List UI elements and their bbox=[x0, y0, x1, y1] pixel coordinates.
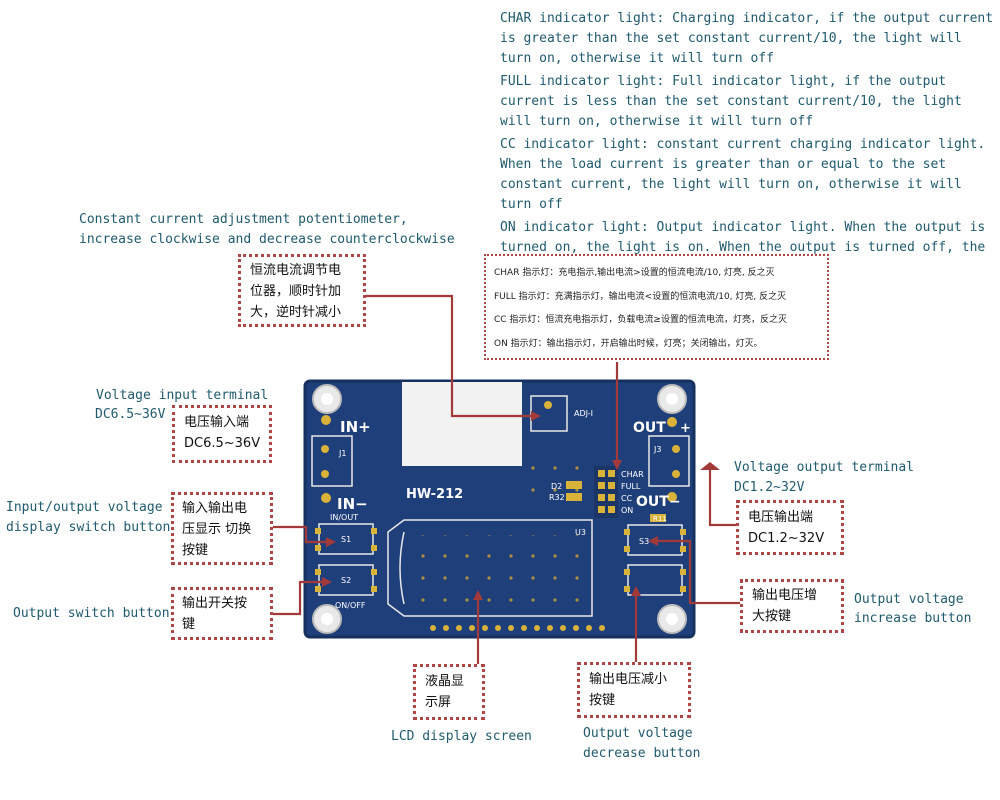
potentiometer-label-en: Constant current adjustment potentiomete… bbox=[79, 212, 455, 247]
pcb-out-minus: OUT− bbox=[636, 494, 681, 510]
lcd-outline bbox=[387, 519, 593, 617]
pcb-s1: S1 bbox=[341, 535, 351, 544]
vol-decrease-callout: 输出电压减小 按键 bbox=[577, 662, 691, 718]
char-description: CHAR indicator light: Charging indicator… bbox=[500, 11, 994, 66]
j3-terminal bbox=[648, 435, 690, 487]
io-switch-callout: 输入输出电 压显示 切换 按键 bbox=[171, 492, 273, 565]
lcd-callout: 液晶显 示屏 bbox=[413, 664, 485, 720]
inductor-module bbox=[402, 382, 522, 466]
pcb-in-plus: IN+ bbox=[340, 418, 371, 436]
pcb-s2: S2 bbox=[341, 576, 351, 585]
pcb-on-off: ON/OFF bbox=[335, 601, 366, 610]
voltage-input-label-en: Voltage input terminal DC6.5~36V bbox=[95, 388, 269, 422]
potentiometer-callout: 恒流电流调节电 位器，顺时针加 大，逆时针减小 bbox=[238, 254, 366, 327]
voltage-output-callout: 电压输出端 DC1.2~32V bbox=[736, 500, 844, 555]
pcb-j3: J3 bbox=[653, 445, 661, 454]
pcb-u3: U3 bbox=[575, 528, 586, 537]
cc-description: CC indicator light: constant current cha… bbox=[500, 137, 986, 212]
mounting-holes bbox=[312, 384, 687, 634]
pcb-out-plus-sign: + bbox=[680, 421, 691, 436]
pcb-s3: S3 bbox=[639, 537, 649, 546]
pcb-adj: ADJ-I bbox=[574, 409, 593, 418]
io-switch-label-en: Input/output voltage display switch butt… bbox=[6, 500, 171, 535]
pcb-led-on: ON bbox=[621, 506, 633, 515]
pcb-r32: R32 bbox=[549, 493, 565, 502]
vol-increase-callout: 输出电压增 大按键 bbox=[740, 579, 844, 633]
indicator-callout-cn: CHAR 指示灯：充电指示,输出电流>设置的恒流电流/10, 灯亮, 反之灭 F… bbox=[484, 254, 829, 360]
vol-decrease-label-en: Output voltage decrease button bbox=[583, 726, 701, 761]
j1-terminal bbox=[311, 435, 353, 487]
output-switch-label-en: Output switch button bbox=[13, 606, 170, 621]
callout-lines bbox=[272, 294, 740, 668]
voltage-output-label-en: Voltage output terminal DC1.2~32V bbox=[734, 460, 915, 495]
pcb-in-out: IN/OUT bbox=[330, 513, 358, 522]
full-description: FULL indicator light: Full indicator lig… bbox=[500, 74, 962, 129]
lcd-label-en: LCD display screen bbox=[391, 729, 532, 744]
pcb-model: HW-212 bbox=[406, 487, 463, 502]
pcb-d2: D2 bbox=[551, 482, 562, 491]
pcb-r11: R11 bbox=[653, 515, 667, 523]
pcb-led-cc: CC bbox=[621, 494, 633, 503]
pcb-in-minus: IN− bbox=[337, 495, 368, 513]
lcd-pins bbox=[430, 625, 605, 631]
pcb-j1: J1 bbox=[338, 449, 346, 458]
callout-arrowheads bbox=[322, 411, 720, 600]
pcb-out-plus: OUT bbox=[633, 420, 666, 436]
indicator-descriptions: CHAR indicator light: Charging indicator… bbox=[500, 9, 996, 281]
output-switch-callout: 输出开关按 键 bbox=[171, 587, 273, 640]
voltage-input-callout: 电压输入端 DC6.5~36V bbox=[172, 405, 272, 463]
pcb-led-char: CHAR bbox=[621, 470, 644, 479]
pcb-led-full: FULL bbox=[621, 482, 641, 491]
vol-increase-label-en: Output voltage increase button bbox=[854, 592, 972, 626]
indicator-leds bbox=[594, 466, 618, 518]
